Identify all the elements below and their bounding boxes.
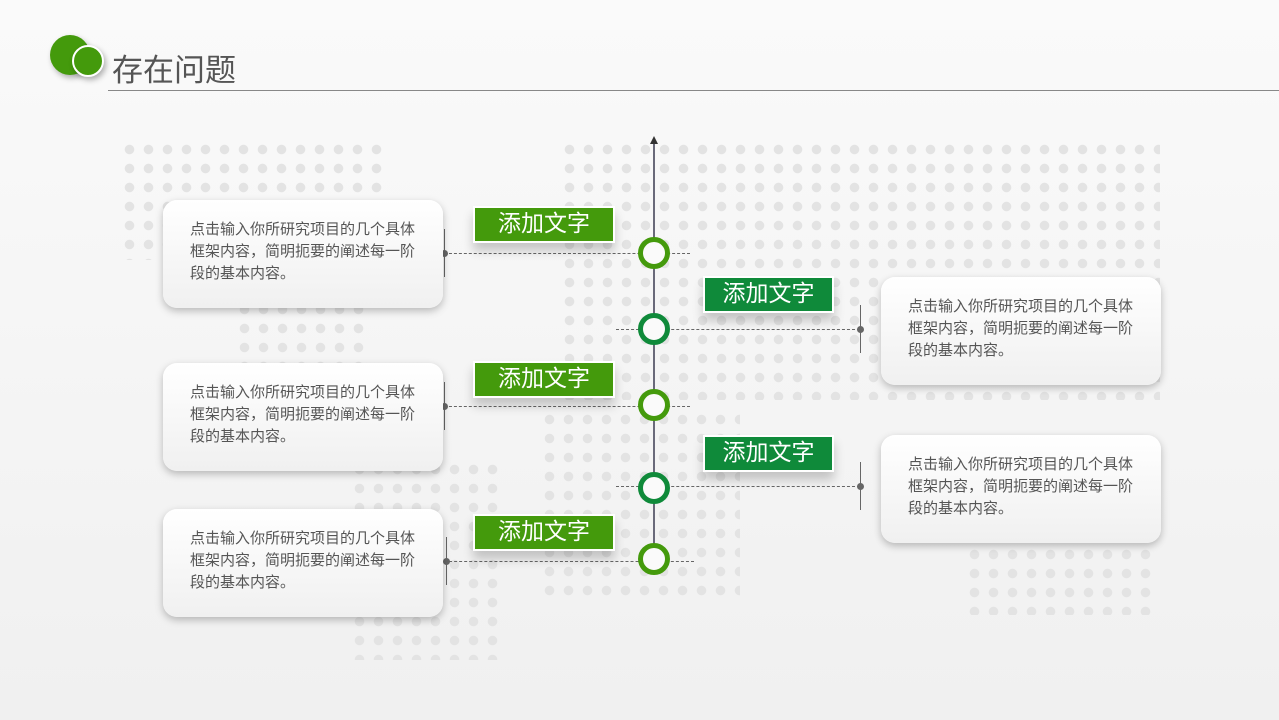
connector-dot [443, 558, 450, 565]
description-box: 点击输入你所研究项目的几个具体框架内容，简明扼要的阐述每一阶段的基本内容。 [163, 509, 443, 617]
description-box: 点击输入你所研究项目的几个具体框架内容，简明扼要的阐述每一阶段的基本内容。 [163, 200, 443, 308]
description-box: 点击输入你所研究项目的几个具体框架内容，简明扼要的阐述每一阶段的基本内容。 [881, 435, 1161, 543]
timeline-axis [653, 140, 655, 560]
connector [616, 486, 860, 487]
title-divider [108, 90, 1279, 91]
connector-dot [857, 483, 864, 490]
timeline-node [638, 472, 670, 504]
connector [616, 329, 860, 330]
connector-dot [441, 403, 448, 410]
connector-dot [857, 326, 864, 333]
timeline-node [638, 389, 670, 421]
timeline-node [638, 237, 670, 269]
stage-label: 添加文字 [473, 361, 615, 398]
arrow-up-icon [650, 136, 658, 144]
connector [444, 406, 690, 407]
stage-label: 添加文字 [473, 514, 615, 551]
connector-dot [441, 250, 448, 257]
world-map-dots [965, 545, 1155, 615]
description-box: 点击输入你所研究项目的几个具体框架内容，简明扼要的阐述每一阶段的基本内容。 [163, 363, 443, 471]
timeline-node [638, 543, 670, 575]
page-title: 存在问题 [112, 53, 236, 89]
stage-label: 添加文字 [703, 276, 834, 313]
stage-label: 添加文字 [703, 435, 834, 472]
logo-circle-icon [72, 45, 104, 77]
stage-label: 添加文字 [473, 206, 615, 243]
description-box: 点击输入你所研究项目的几个具体框架内容，简明扼要的阐述每一阶段的基本内容。 [881, 277, 1161, 385]
connector [444, 561, 694, 562]
timeline-node [638, 313, 670, 345]
connector [444, 253, 690, 254]
